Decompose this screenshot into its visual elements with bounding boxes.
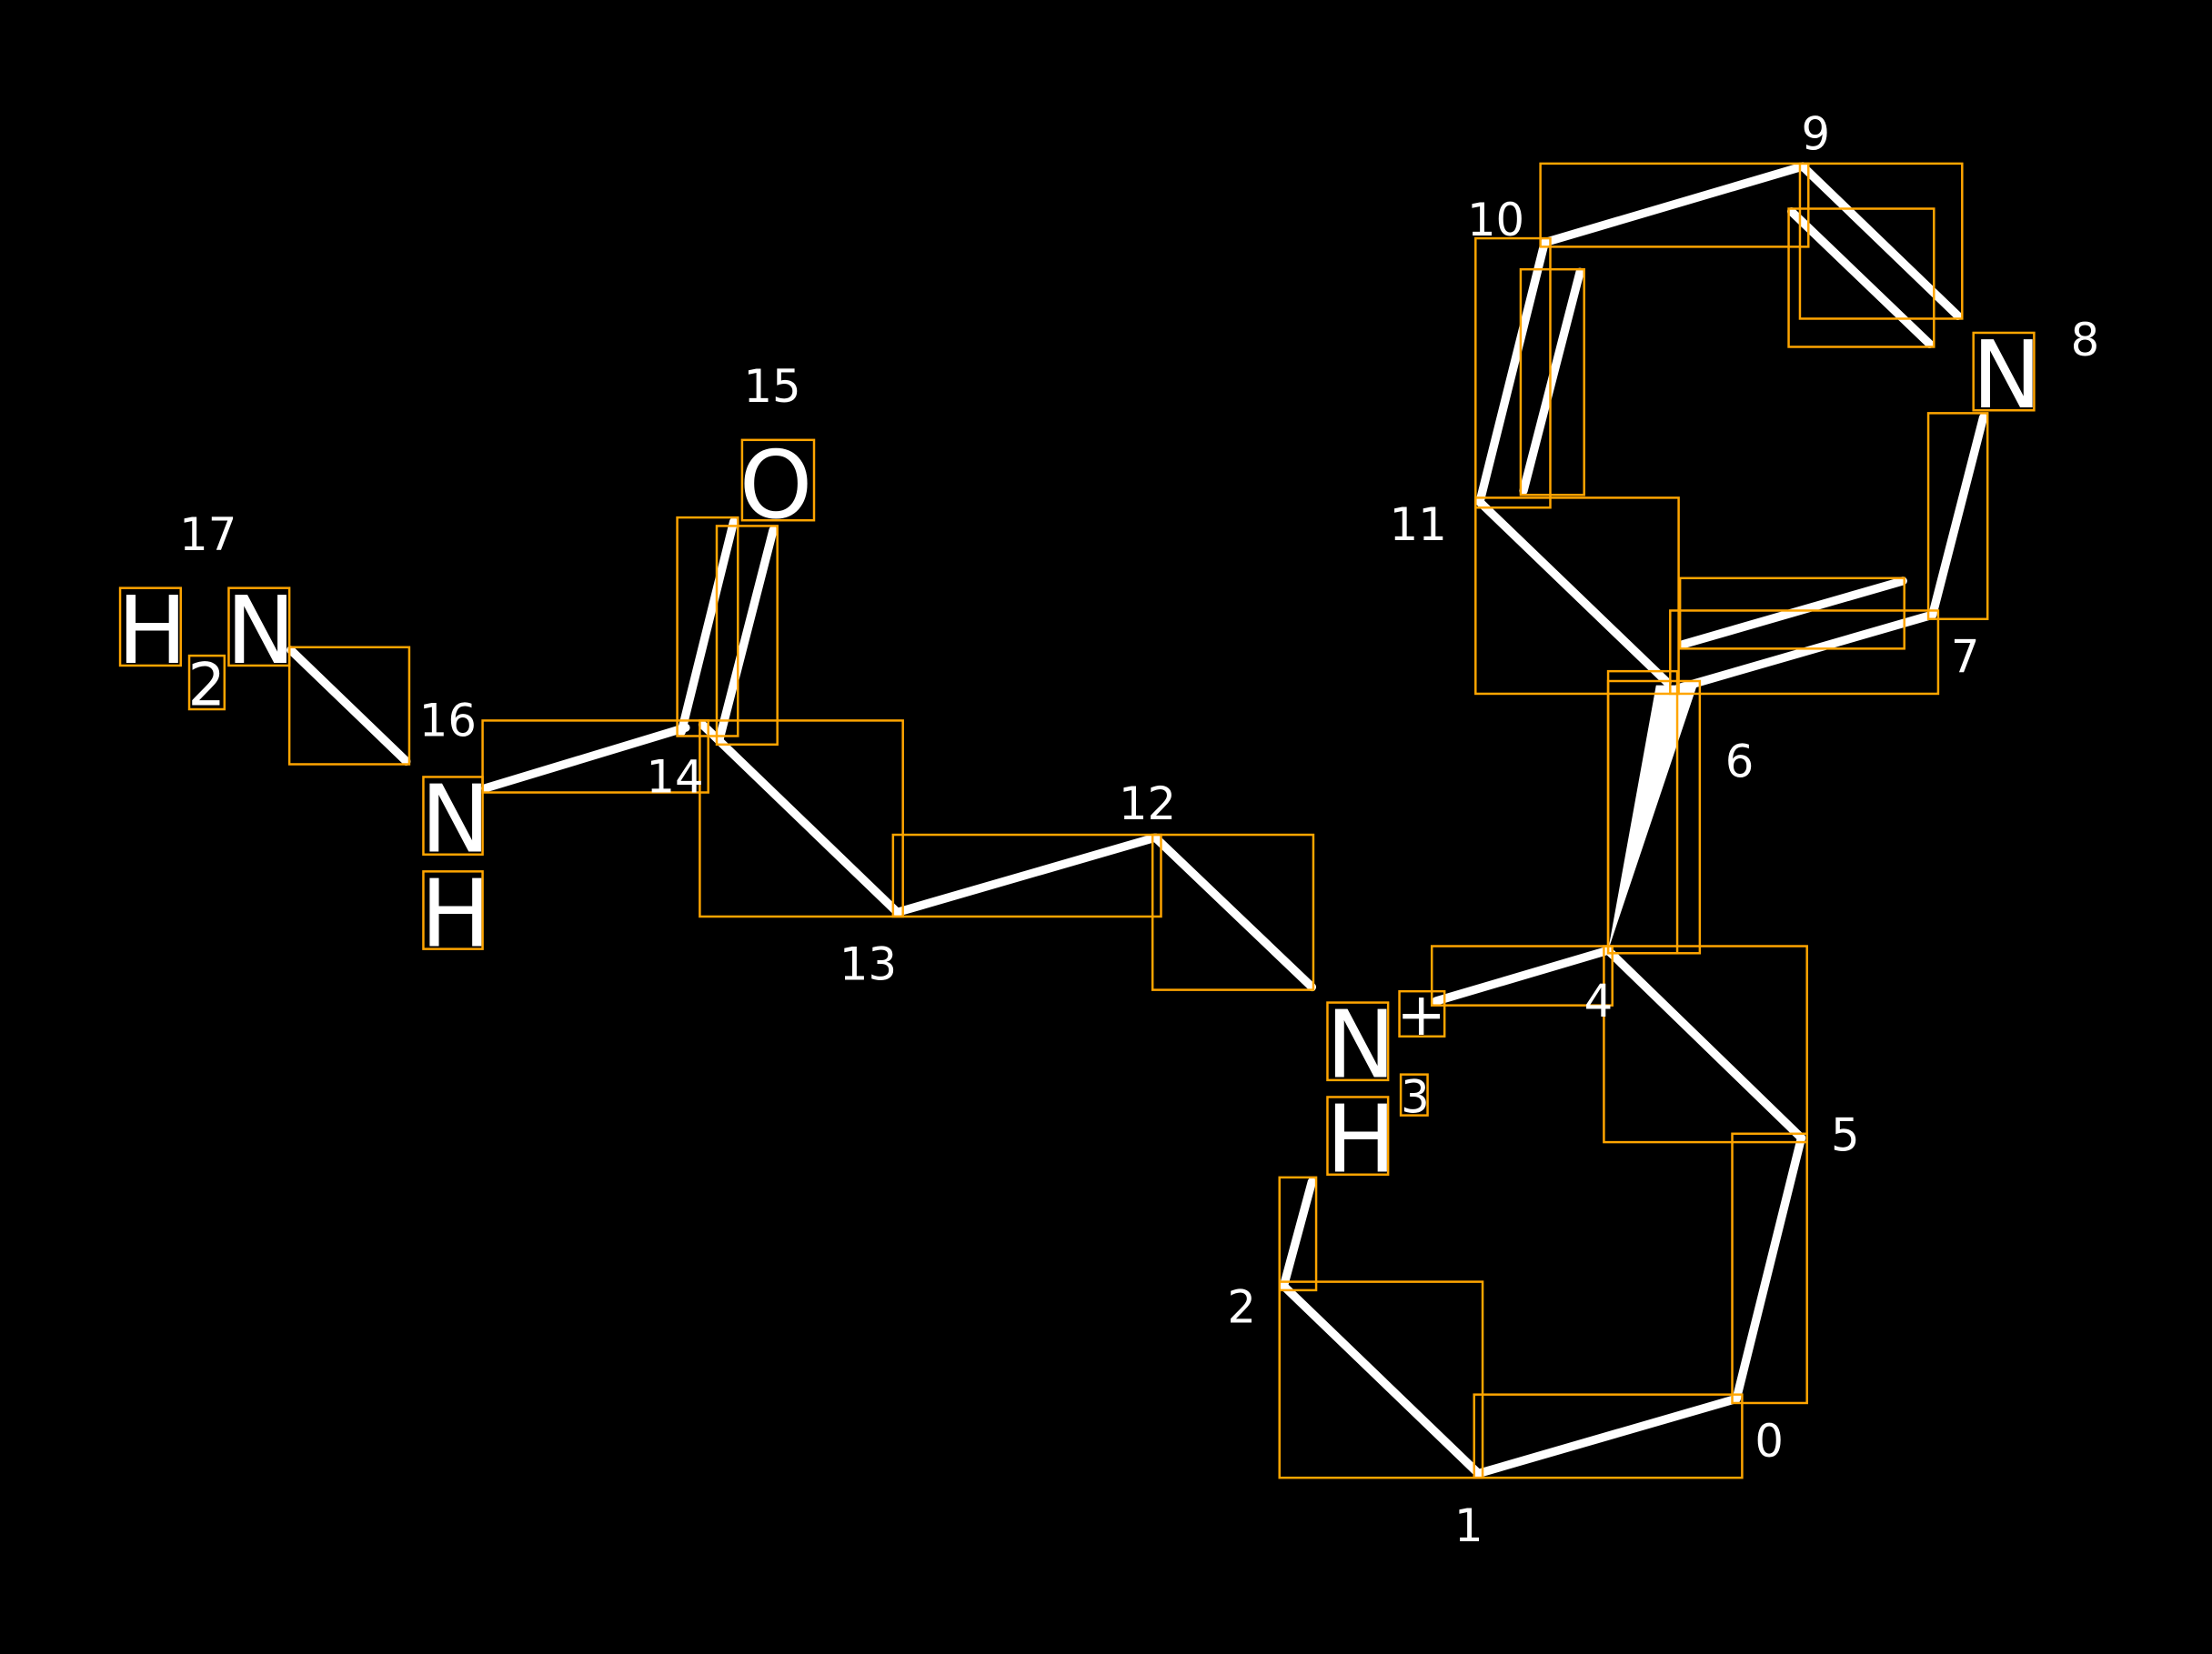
bond-6-7 [1674, 610, 1937, 693]
bond-11-6 [1475, 497, 1672, 687]
index-1: 1 [1454, 1499, 1483, 1552]
index-14: 14 [646, 751, 703, 804]
atom-o15: O [739, 432, 813, 540]
bond-14-15-inner [715, 526, 778, 744]
index-13: 13 [840, 938, 897, 991]
atom-n3: N [1326, 992, 1396, 1100]
bond-4-3 [1432, 946, 1613, 1006]
bond-14-15 [677, 517, 739, 737]
atom-n16: N [420, 767, 490, 875]
bond-12-13 [892, 833, 1160, 917]
bond-7-8 [1928, 413, 1988, 619]
index-2: 2 [1227, 1281, 1256, 1334]
wedge-bond-4-6 [1608, 685, 1697, 951]
index-7: 7 [1951, 631, 1980, 684]
bonds [287, 162, 1988, 1479]
bond-9-10 [1540, 162, 1807, 247]
bond-1-2 [1279, 1281, 1483, 1479]
bond-12-3 [1151, 833, 1317, 992]
atom-h3-subscript: 3 [1401, 1071, 1430, 1124]
index-4: 4 [1584, 975, 1614, 1027]
bond-6-7-inner [1678, 576, 1907, 649]
bond-0-1 [1473, 1394, 1741, 1479]
atom-n8: N [1972, 322, 2042, 430]
atom-indices: 0 1 2 4 5 6 7 8 9 10 11 12 13 14 15 16 1… [179, 107, 2099, 1552]
atom-labels: N H 3 + N O N H H 2 N [117, 322, 2042, 1194]
atom-h17: H [117, 577, 187, 686]
atom-charge: + [1396, 981, 1446, 1049]
atom-n17: N [226, 577, 296, 686]
bond-5-4 [1604, 946, 1806, 1143]
bond-13-14 [698, 720, 902, 917]
index-6: 6 [1725, 735, 1755, 787]
bond-8-9 [1798, 162, 1963, 321]
index-9: 9 [1802, 107, 1831, 160]
index-0: 0 [1755, 1415, 1784, 1468]
bond-2-3 [1279, 1177, 1317, 1290]
atom-h16: H [420, 861, 490, 969]
bond-8-9-inner [1787, 206, 1935, 349]
bond-10-11-inner [1519, 267, 1584, 496]
index-17: 17 [179, 508, 236, 561]
index-15: 15 [743, 360, 800, 413]
bond-10-11 [1475, 238, 1549, 506]
bond-14-16 [481, 723, 690, 793]
atom-h3: H [1326, 1087, 1396, 1195]
index-5: 5 [1831, 1108, 1860, 1161]
atom-h17-subscript: 2 [187, 651, 225, 719]
index-16: 16 [419, 694, 477, 747]
index-11: 11 [1390, 498, 1447, 551]
index-8: 8 [2071, 314, 2100, 366]
bounding-boxes [118, 162, 2036, 1479]
index-10: 10 [1467, 194, 1524, 246]
bond-16-17 [287, 646, 411, 767]
bond-0-5 [1732, 1133, 1806, 1403]
index-12: 12 [1119, 777, 1176, 830]
